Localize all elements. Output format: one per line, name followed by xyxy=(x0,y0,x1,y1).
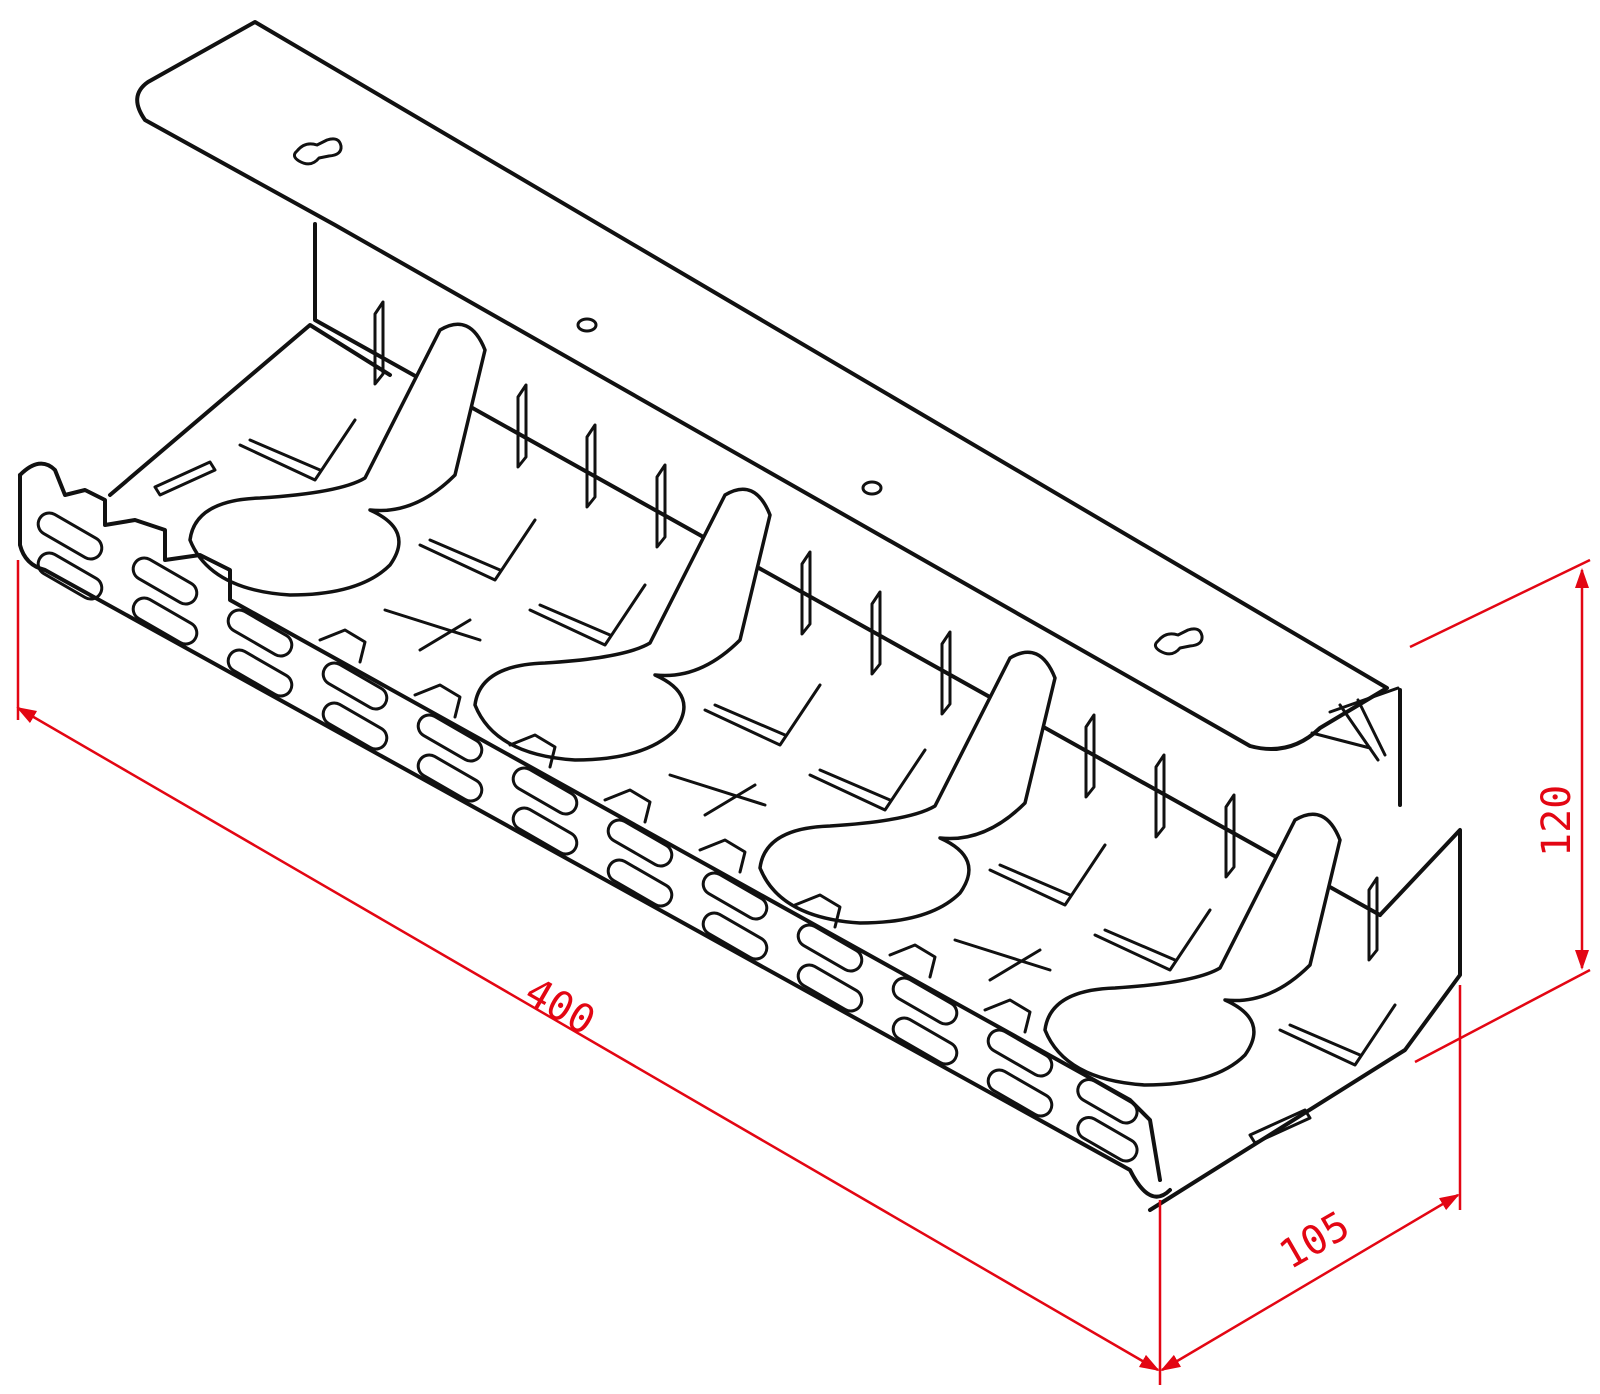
length-dimension-line xyxy=(16,706,1160,1372)
extension-line-top xyxy=(1409,558,1591,649)
depth-dimension-label: 105 xyxy=(1272,1203,1358,1279)
mounting-flange xyxy=(135,20,1389,751)
front-wall-slots xyxy=(36,511,1139,1163)
height-dimension-label: 120 xyxy=(1534,785,1580,857)
front-wall xyxy=(18,461,1172,1199)
screw-hole xyxy=(576,317,883,496)
depth-dimension-line xyxy=(1160,1193,1460,1372)
keyhole-slot xyxy=(292,137,1204,656)
tray-bottom xyxy=(108,322,1462,1212)
length-dimension-label: 400 xyxy=(517,969,603,1045)
extension-line-height-bottom xyxy=(1414,968,1591,1064)
slot xyxy=(153,460,1312,1145)
